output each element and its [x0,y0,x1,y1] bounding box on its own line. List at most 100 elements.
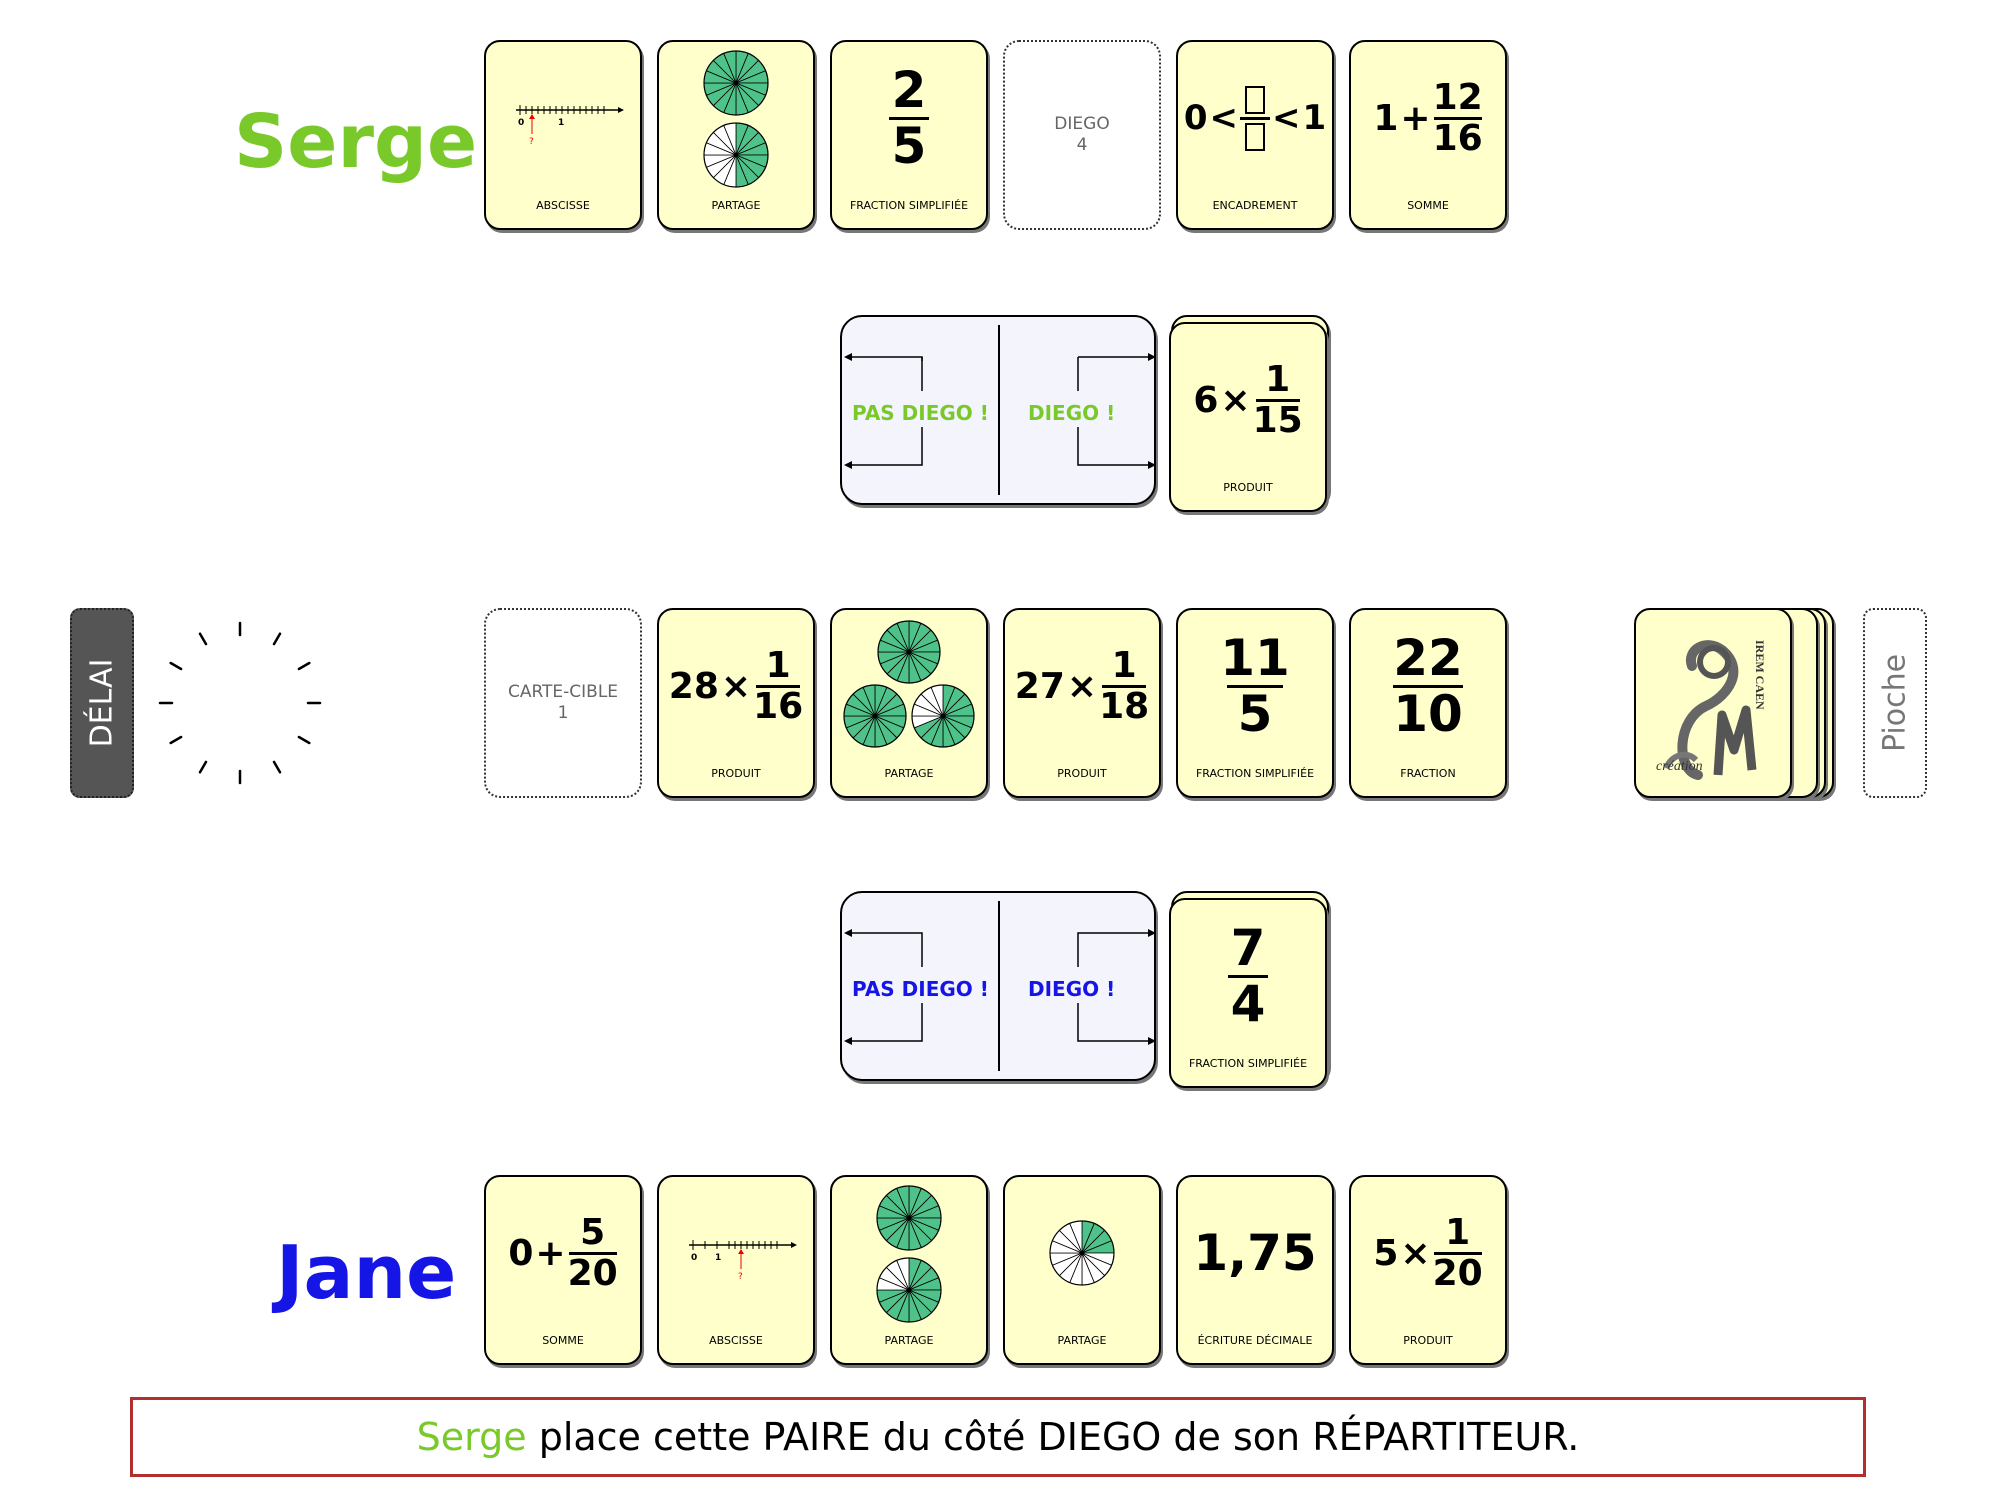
fraction-numerator: 12 [1432,76,1483,118]
sum-op: + [535,1232,566,1274]
product-factor: 27 [1014,665,1065,707]
card-caption: FRACTION [1400,767,1456,780]
logo-text-irem: IREM CAEN [1753,640,1767,710]
number-line-label-question: ? [738,1272,743,1282]
pie-chart-icon [1049,1220,1115,1286]
table-card-product-28[interactable]: 28 × 1 16 PRODUIT [657,608,815,798]
player-name-jane: Jane [276,1230,457,1316]
fraction-numerator: 1 [1265,358,1291,400]
pie-outline [703,122,769,188]
number-line-label-1: 1 [715,1253,721,1263]
card-caption: ABSCISSE [536,199,590,212]
diego-label: DIEGO ! [1028,401,1116,425]
jane-card-produit[interactable]: 5 × 1 20 PRODUIT [1349,1175,1507,1365]
pie-outline [1049,1220,1115,1286]
pie-outline [843,684,907,748]
card-caption: FRACTION SIMPLIFIÉE [849,199,969,212]
product-op: × [1400,1232,1431,1274]
card-caption: PRODUIT [1403,1334,1453,1347]
fraction-numerator: 7 [1230,919,1266,977]
sum-whole: 0 [508,1232,534,1274]
table-card-fraction[interactable]: 22 10 FRACTION [1349,608,1507,798]
fraction-numerator: 5 [580,1211,606,1253]
encadrement-op-right: < [1272,98,1301,138]
fraction-numerator: 1 [765,644,791,686]
serge-card-partage[interactable]: PARTAGE [657,40,815,230]
product-factor: 5 [1373,1232,1399,1274]
card-caption: PRODUIT [1223,481,1273,494]
table-card-fraction-simplifiee[interactable]: 11 5 FRACTION SIMPLIFIÉE [1176,608,1334,798]
instruction-message: Serge place cette PAIRE du côté DIEGO de… [130,1397,1866,1477]
serge-slot-diego[interactable]: DIEGO 4 [1003,40,1161,230]
number-line-icon: 0 1 ? [516,105,624,147]
fraction-numerator: 1 [1111,644,1137,686]
jane-card-partage-2[interactable]: PARTAGE [830,1175,988,1365]
fraction-numerator: 2 [891,61,927,119]
card-caption: PARTAGE [1057,1334,1107,1347]
message-text: place cette PAIRE du côté DIEGO de son R… [526,1415,1580,1459]
discard-pile[interactable]: Pioche [1863,608,1927,798]
fraction-numerator: 1 [1445,1211,1471,1253]
player-name-serge: Serge [234,99,478,185]
fraction-denominator: 20 [1432,1252,1483,1294]
fraction-denominator: 16 [753,685,804,727]
table-card-product-27[interactable]: 27 × 1 18 PRODUIT [1003,608,1161,798]
pas-diego-label: PAS DIEGO ! [852,977,989,1001]
pie-chart-icon [843,620,975,748]
fraction-denominator: 15 [1252,399,1303,441]
distributor-arrows-icon [844,929,1156,1045]
pie-outline [703,50,769,116]
sum-whole: 1 [1373,97,1399,139]
pie-chart-icon [703,50,769,188]
card-caption: ÉCRITURE DÉCIMALE [1197,1334,1313,1347]
card-caption: PRODUIT [711,767,761,780]
serge-card-somme[interactable]: 1 + 12 16 SOMME [1349,40,1507,230]
product-factor: 28 [668,665,719,707]
pioche-label: Pioche [1877,653,1913,753]
card-caption: PARTAGE [884,1334,934,1347]
diego-label: DIEGO ! [1028,977,1116,1001]
delay-label: DÉLAI [84,658,120,748]
card-caption: ENCADREMENT [1212,199,1298,212]
irem-logo-icon: IREM CAEN création [1656,640,1767,780]
serge-card-encadrement[interactable]: 0 < < 1 ENCADREMENT [1176,40,1334,230]
table-card-partage[interactable]: PARTAGE [830,608,988,798]
empty-fraction-icon [1240,85,1270,151]
fraction-denominator: 5 [1237,684,1273,743]
fraction-denominator: 16 [1432,117,1483,159]
target-card-slot[interactable]: CARTE-CIBLE 1 [484,608,642,798]
card-caption: PRODUIT [1057,767,1107,780]
card-caption: FRACTION SIMPLIFIÉE [1195,767,1315,780]
card-caption: FRACTION SIMPLIFIÉE [1188,1057,1308,1070]
jane-distributor-top-card[interactable]: 7 4 FRACTION SIMPLIFIÉE [1169,898,1327,1088]
card-caption: ABSCISSE [709,1334,763,1347]
pie-outline [876,1185,942,1251]
fraction-numerator: 22 [1393,629,1463,687]
card-caption: PARTAGE [711,199,761,212]
serge-distributor-top-card[interactable]: 6 × 1 15 PRODUIT [1169,322,1327,512]
fraction-denominator: 5 [891,116,927,175]
serge-card-abscisse[interactable]: 0 1 ? ABSCISSE [484,40,642,230]
jane-card-decimal[interactable]: 1,75 ÉCRITURE DÉCIMALE [1176,1175,1334,1365]
jane-card-abscisse[interactable]: 0 1 ? ABSCISSE [657,1175,815,1365]
jane-distributor[interactable]: PAS DIEGO ! DIEGO ! [840,891,1156,1081]
serge-card-fraction[interactable]: 2 5 FRACTION SIMPLIFIÉE [830,40,988,230]
number-line-label-question: ? [529,137,534,147]
serge-distributor[interactable]: PAS DIEGO ! DIEGO ! [840,315,1156,505]
fraction-denominator: 18 [1099,685,1150,727]
jane-card-somme[interactable]: 0 + 5 20 SOMME [484,1175,642,1365]
timer-spinner-icon [158,621,322,785]
draw-deck[interactable]: IREM CAEN création [1634,608,1792,798]
card-caption: SOMME [1407,199,1449,212]
card-caption: SOMME [542,1334,584,1347]
number-line-label-0: 0 [518,118,524,128]
number-line-icon: 0 1 ? [689,1240,797,1282]
encadrement-left: 0 [1183,98,1208,138]
fraction-denominator: 4 [1230,974,1266,1033]
logo-text-creation: création [1656,759,1703,774]
encadrement-right: 1 [1302,98,1327,138]
delay-button[interactable]: DÉLAI [70,608,134,798]
fraction-denominator: 20 [567,1252,618,1294]
jane-card-partage-1[interactable]: PARTAGE [1003,1175,1161,1365]
target-line2: 1 [557,703,569,723]
